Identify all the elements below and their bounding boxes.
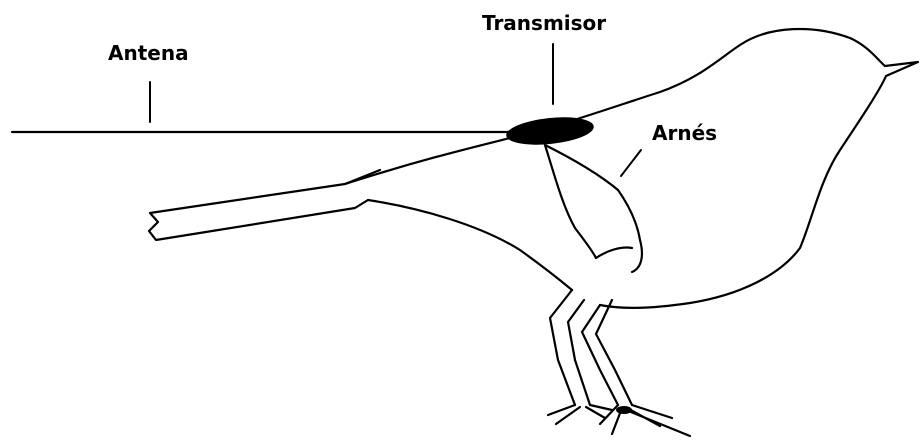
bird-belly-line xyxy=(368,200,572,290)
transmitter-label: Transmisor xyxy=(482,11,606,35)
bird-foot-front xyxy=(600,405,690,436)
harness-label: Arnés xyxy=(652,121,717,145)
bird-leg-back xyxy=(550,290,575,405)
antenna-label: Antena xyxy=(108,41,189,65)
bird-leg-front xyxy=(582,305,618,405)
harness-leader-line xyxy=(621,150,641,176)
bird-leg-back-inner xyxy=(568,300,590,405)
bird-leg-front-inner xyxy=(596,300,632,405)
bird-body-outline xyxy=(345,29,918,308)
bird-tail xyxy=(149,170,380,240)
harness-strap-rear xyxy=(596,247,632,258)
bird-toe-joint xyxy=(616,406,632,414)
transmitter-device xyxy=(505,113,595,148)
harness-strap-front xyxy=(545,145,596,258)
